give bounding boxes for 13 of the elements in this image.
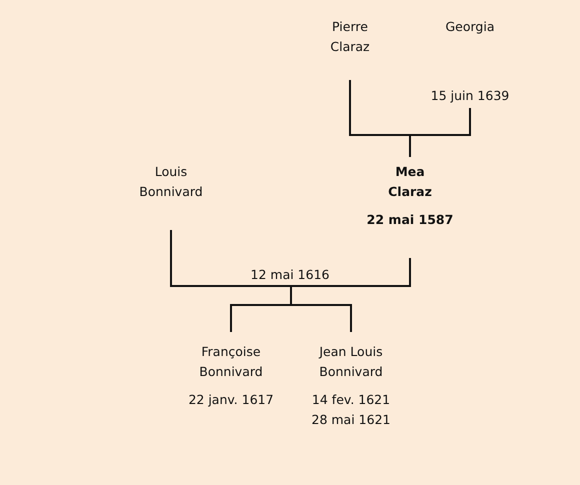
person-name: Louis Bonnivard (138, 163, 204, 201)
person-name: Françoise Bonnivard (198, 343, 264, 381)
date-text: 22 mai 1587 (366, 211, 454, 229)
date-text: 28 mai 1621 (312, 411, 390, 429)
family-connector (290, 258, 411, 332)
person-name: Jean Louis Bonnivard (318, 343, 384, 381)
family-connector (409, 108, 471, 157)
person-name: Pierre Claraz (329, 18, 371, 56)
person-name: Mea Claraz (387, 163, 433, 201)
date-text: 14 fev. 1621 (312, 391, 390, 409)
person-name: Georgia (445, 18, 494, 36)
date-text: 15 juin 1639 (430, 87, 510, 105)
date-text: 22 janv. 1617 (188, 391, 274, 409)
